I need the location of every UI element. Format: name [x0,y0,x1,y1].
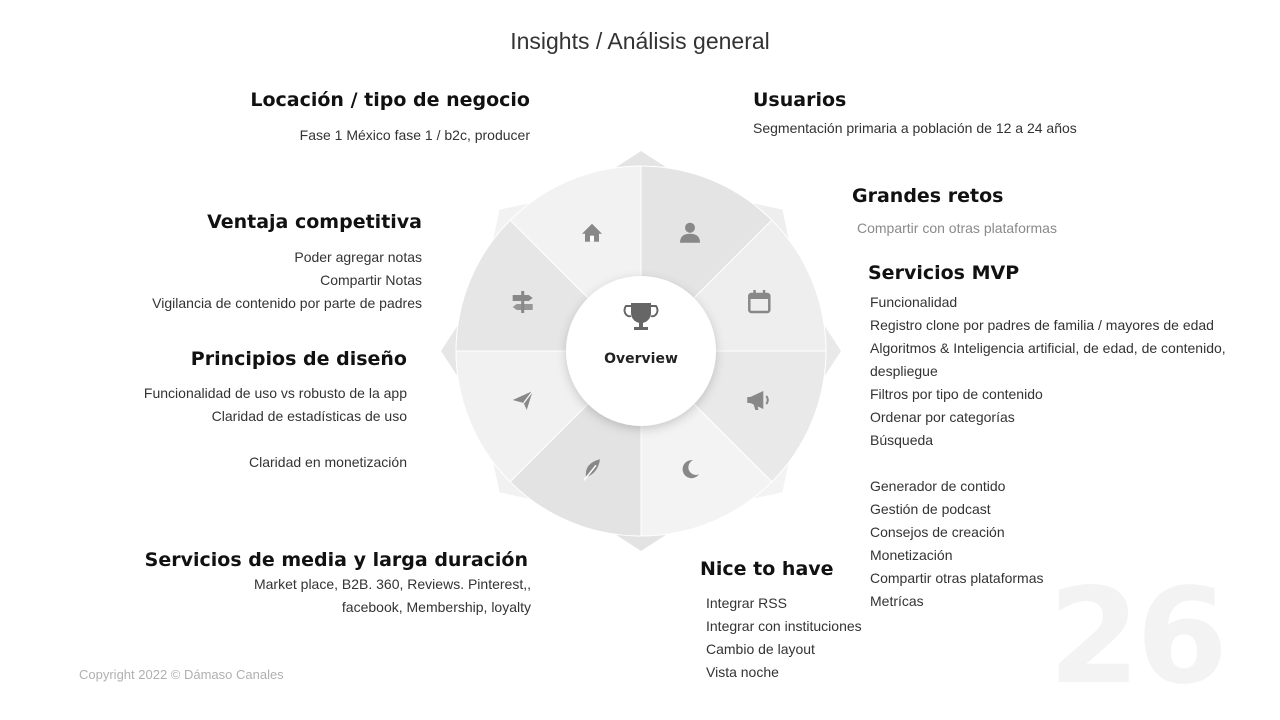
list-item: Claridad de estadísticas de uso [211,408,407,424]
list-item: despliegue [870,363,938,379]
list-item: Compartir con otras plataformas [857,220,1057,236]
list-item: facebook, Membership, loyalty [341,599,531,615]
megaphone-icon [747,391,769,410]
nice-heading: Nice to have [700,558,834,580]
wheel-spike [615,534,667,551]
list-item: Vigilancia de contenido por parte de pad… [152,295,422,311]
list-item: Segmentación primaria a población de 12 … [753,120,1077,136]
location-heading: Locación / tipo de negocio [250,89,530,111]
list-item: Integrar con instituciones [706,618,862,634]
list-item [870,452,1226,475]
overview-wheel: Overview [441,151,841,551]
media-heading: Servicios de media y larga duración [144,549,528,571]
feather-icon [583,459,600,481]
wheel-spike [752,203,789,240]
users-lines: Segmentación primaria a población de 12 … [753,117,1077,140]
list-item: Funcionalidad [870,294,958,310]
list-item: Metrícas [870,593,924,609]
mvp-heading: Servicios MVP [868,262,1020,284]
challenges-lines: Compartir con otras plataformas [857,217,1057,240]
location-lines: Fase 1 México fase 1 / b2c, producer [300,124,530,147]
list-item: Monetización [870,547,953,563]
center-label: Overview [604,351,678,367]
list-item: Vista noche [706,664,779,680]
trophy-icon [623,303,659,330]
signpost-icon [512,291,533,313]
wheel-spike [615,151,667,168]
list-item: Market place, B2B. 360, Reviews. Pintere… [253,576,531,592]
list-item: Compartir otras plataformas [870,570,1044,586]
list-item: Integrar RSS [706,595,787,611]
wheel-spike [493,462,530,499]
list-item: Búsqueda [870,432,934,448]
list-item: Ordenar por categorías [870,409,1015,425]
wheel-spike [493,203,530,240]
competitive-heading: Ventaja competitiva [207,211,422,233]
media-lines: Market place, B2B. 360, Reviews. Pintere… [254,573,531,619]
design-heading: Principios de diseño [190,348,407,370]
wheel-spike [441,325,458,377]
list-item: Fase 1 México fase 1 / b2c, producer [299,127,530,143]
design-lines: Funcionalidad de uso vs robusto de la ap… [144,382,407,474]
page-title: Insights / Análisis general [510,28,770,54]
list-item: Compartir Notas [320,272,422,288]
users-heading: Usuarios [753,89,847,111]
wheel-spike [752,462,789,499]
list-item: Generador de contido [870,478,1006,494]
list-item: Registro clone por padres de familia / m… [870,317,1214,333]
copyright: Copyright 2022 © Dámaso Canales [79,667,284,682]
home-icon [582,223,602,242]
list-item: Algoritmos & Inteligencia artificial, de… [870,340,1226,356]
list-item: Poder agregar notas [294,249,422,265]
user-icon [680,222,700,243]
moon-icon [682,460,699,479]
list-item: Filtros por tipo de contenido [870,386,1043,402]
send-icon [512,390,534,410]
center-circle [566,276,716,426]
calendar-icon [748,290,771,314]
list-item: Cambio de layout [706,641,815,657]
list-item: Consejos de creación [870,524,1005,540]
wheel-spike [824,325,841,377]
list-item: Claridad en monetización [249,454,407,470]
list-item: Funcionalidad de uso vs robusto de la ap… [143,385,407,401]
page-number: 26 [1048,560,1228,714]
list-item [144,428,407,451]
challenges-heading: Grandes retos [852,185,1004,207]
list-item: Gestión de podcast [870,501,991,517]
